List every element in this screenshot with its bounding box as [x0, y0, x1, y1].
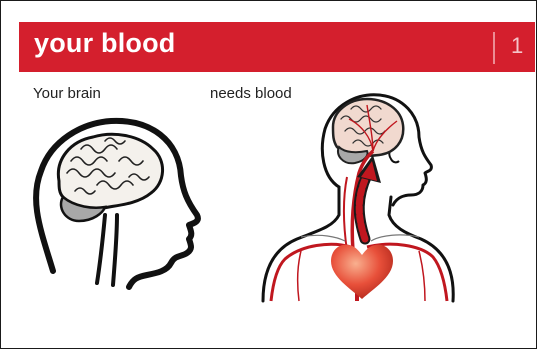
heart-icon	[1, 1, 537, 349]
worksheet-page: your blood 1 Your brain needs blood	[0, 0, 537, 349]
